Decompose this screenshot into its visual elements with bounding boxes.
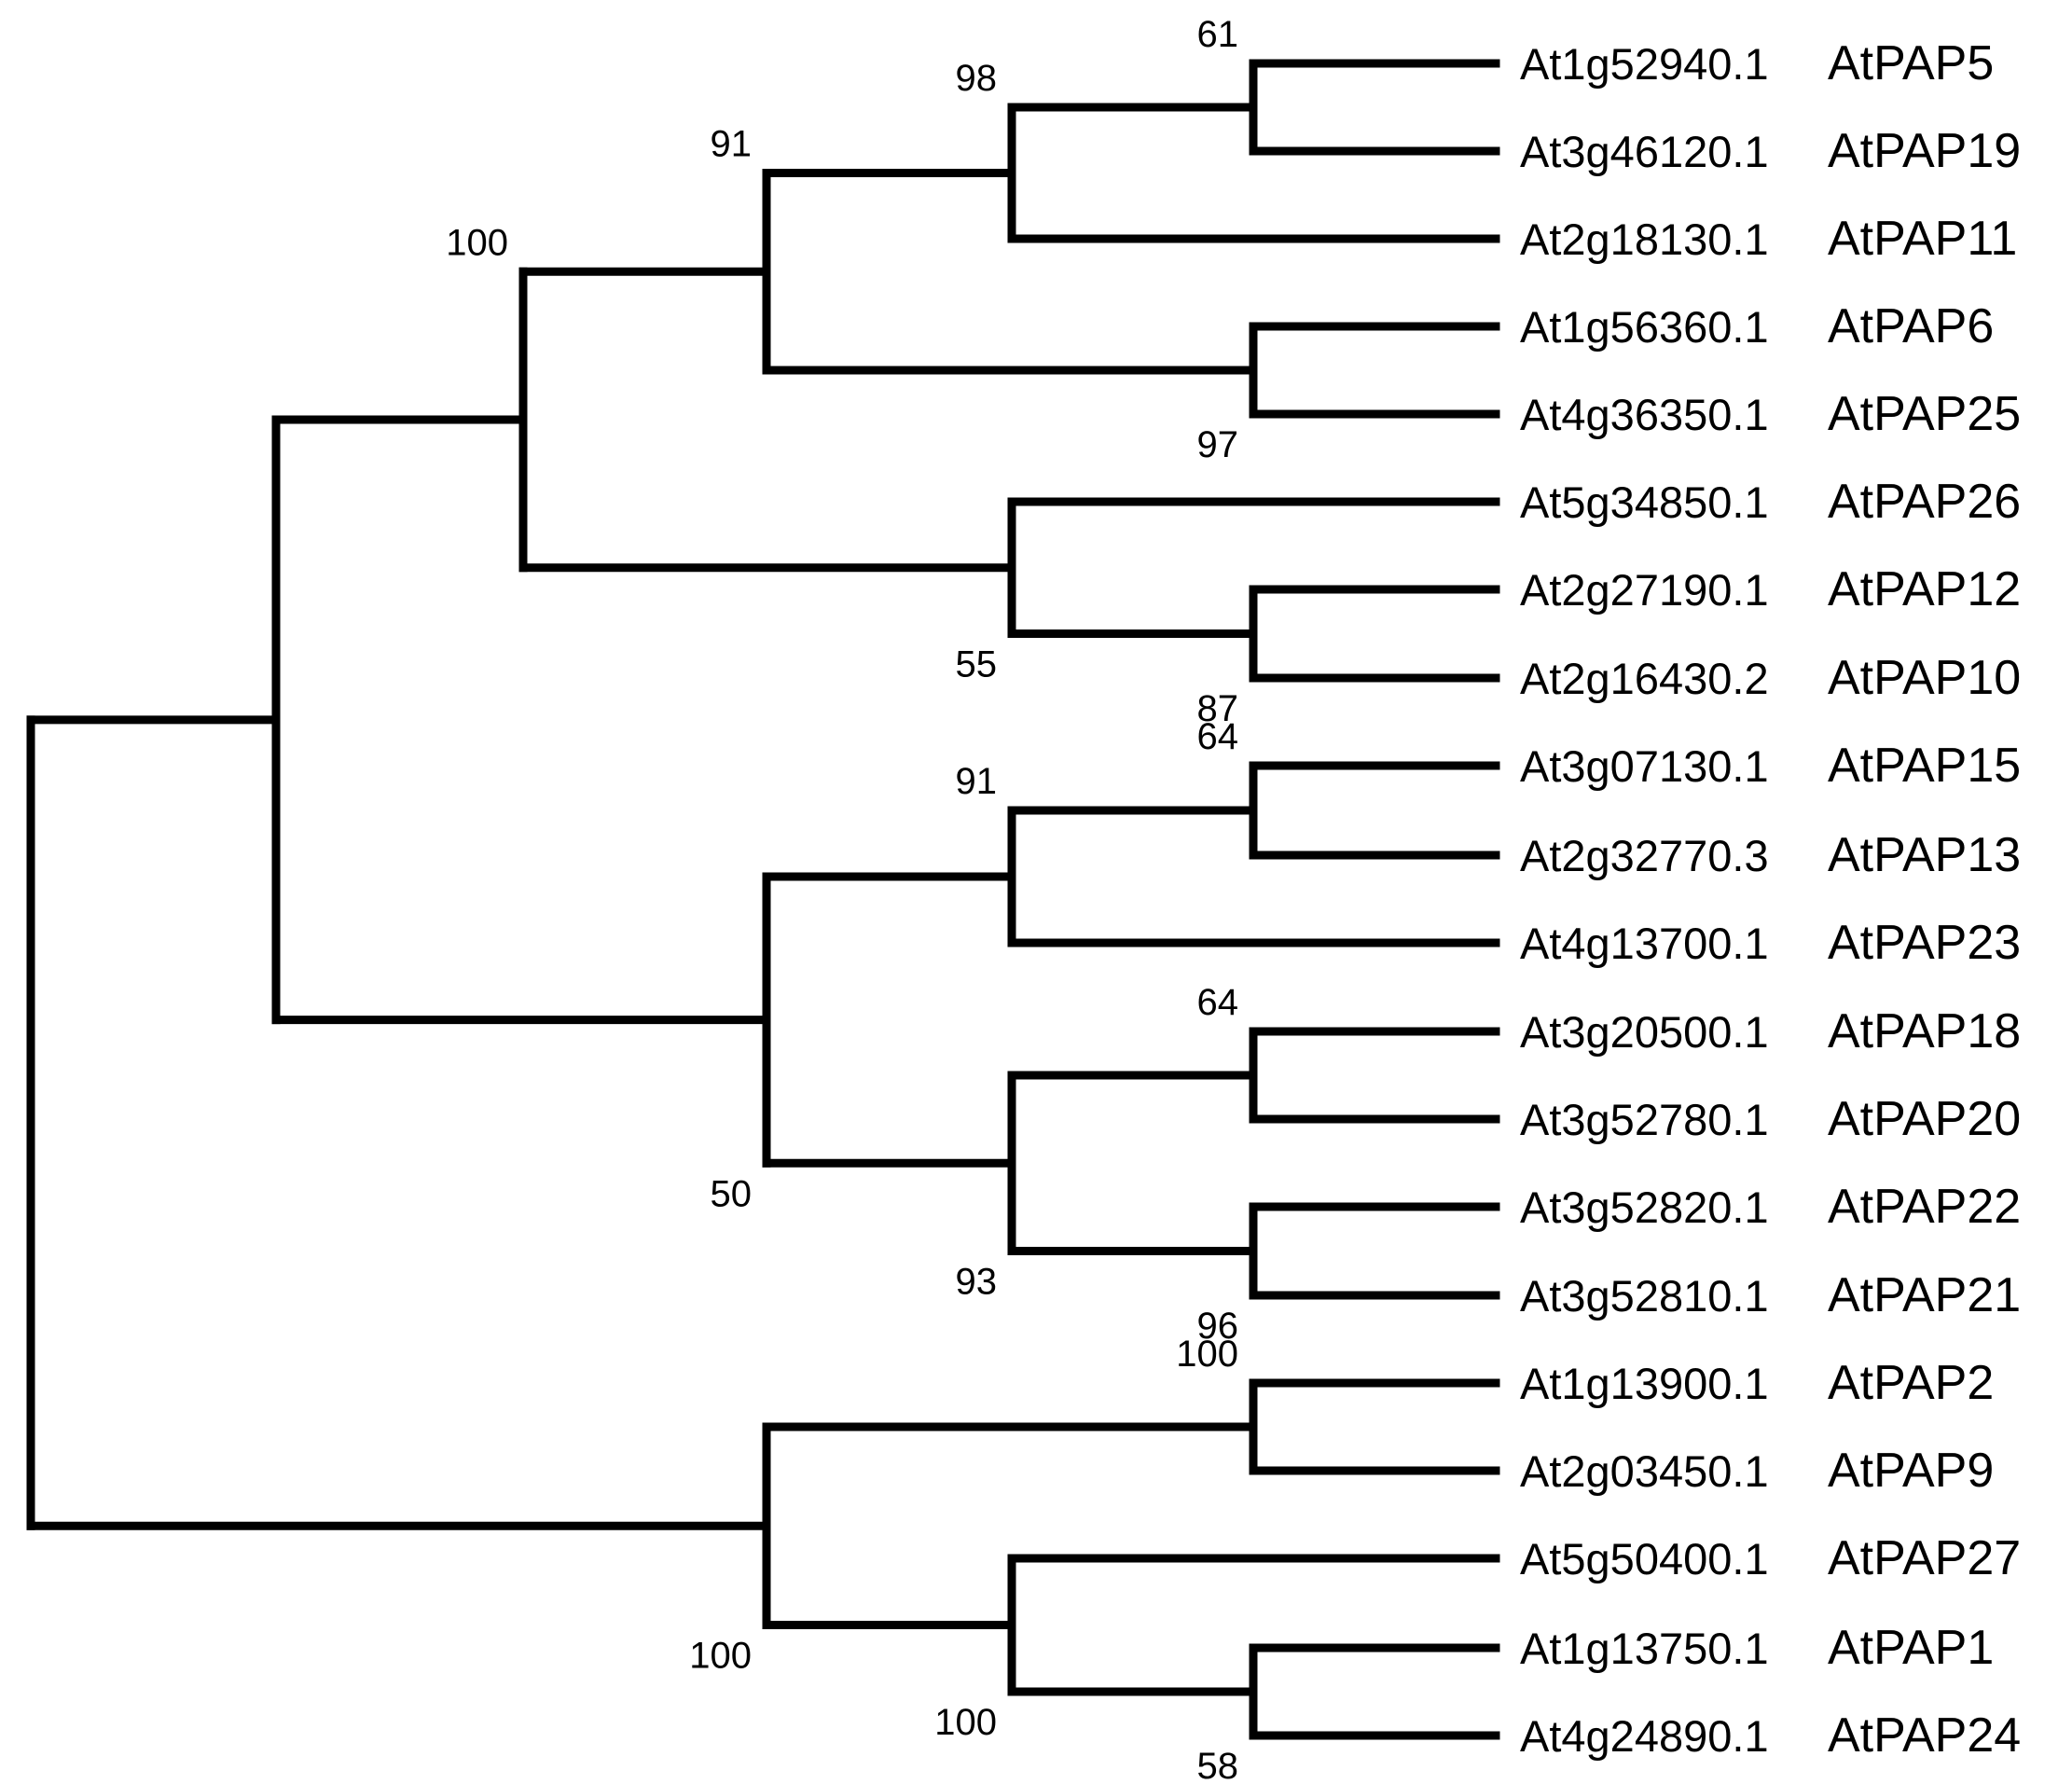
bootstrap-value: 87: [1197, 688, 1239, 729]
bootstrap-value: 64: [1197, 982, 1239, 1023]
taxon-gene-name: AtPAP20: [1828, 1092, 2021, 1146]
bootstrap-value: 97: [1197, 424, 1239, 465]
taxon-locus-label: At2g18130.1: [1520, 214, 1769, 264]
taxon-locus-label: At4g36350.1: [1520, 390, 1769, 439]
taxon-gene-name: AtPAP9: [1828, 1444, 1994, 1498]
taxon-locus-label: At3g20500.1: [1520, 1007, 1769, 1057]
taxon-gene-name: AtPAP18: [1828, 1004, 2021, 1058]
taxon-locus-label: At4g13700.1: [1520, 919, 1769, 968]
taxon-locus-label: At5g50400.1: [1520, 1534, 1769, 1583]
bootstrap-value: 64: [1197, 716, 1239, 757]
taxon-gene-name: AtPAP11: [1828, 212, 2017, 266]
bootstrap-value: 50: [711, 1173, 753, 1214]
taxon-gene-name: AtPAP24: [1828, 1708, 2021, 1763]
bootstrap-value: 61: [1197, 14, 1239, 55]
taxon-gene-name: AtPAP13: [1828, 828, 2021, 882]
bootstrap-value: 100: [934, 1702, 997, 1743]
taxon-locus-label: At2g32770.3: [1520, 831, 1769, 880]
taxon-locus-label: At3g52820.1: [1520, 1182, 1769, 1232]
taxon-gene-name: AtPAP5: [1828, 36, 1994, 90]
taxon-locus-label: At2g16430.2: [1520, 654, 1769, 703]
bootstrap-value: 58: [1197, 1746, 1239, 1784]
bootstrap-value: 93: [956, 1262, 998, 1303]
bootstrap-value: 100: [1176, 1334, 1238, 1375]
tree-branches: [26, 59, 1500, 1740]
bootstrap-values: 61 98 91 97 100 87 55 64 91 64 96 93 50 100 58 100 100: [446, 14, 1238, 1784]
taxon-locus-label: At1g52940.1: [1520, 39, 1769, 89]
taxon-gene-name: AtPAP27: [1828, 1531, 2021, 1585]
taxon-gene-name: AtPAP6: [1828, 299, 1994, 353]
taxon-locus-label: At1g13750.1: [1520, 1624, 1769, 1673]
taxon-locus-label: At3g52780.1: [1520, 1095, 1769, 1144]
taxon-locus-label: At5g34850.1: [1520, 477, 1769, 527]
taxon-gene-name: AtPAP12: [1828, 562, 2021, 616]
bootstrap-value: 91: [711, 124, 753, 165]
taxon-locus-label: At1g56360.1: [1520, 302, 1769, 352]
bootstrap-value: 55: [956, 644, 998, 685]
bootstrap-value: 96: [1197, 1306, 1239, 1347]
taxon-locus-label: At3g52810.1: [1520, 1271, 1769, 1321]
taxon-locus-label: At2g27190.1: [1520, 565, 1769, 615]
taxon-locus-label: At3g46120.1: [1520, 127, 1769, 176]
bootstrap-value: 98: [956, 58, 998, 99]
taxon-gene-name: AtPAP26: [1828, 475, 2021, 529]
taxon-gene-name: AtPAP15: [1828, 739, 2021, 793]
bootstrap-value: 100: [689, 1636, 752, 1677]
taxon-gene-name: AtPAP10: [1828, 651, 2021, 705]
taxon-gene-name: AtPAP22: [1828, 1180, 2021, 1234]
taxon-gene-name: AtPAP23: [1828, 916, 2021, 970]
taxon-gene-name: AtPAP25: [1828, 387, 2021, 441]
taxon-locus-label: At3g07130.1: [1520, 741, 1769, 791]
bootstrap-value: 91: [956, 761, 998, 802]
taxon-locus-label: At1g13900.1: [1520, 1359, 1769, 1408]
taxon-gene-name: AtPAP19: [1828, 124, 2021, 178]
bootstrap-value: 100: [446, 222, 508, 263]
taxon-gene-name: AtPAP2: [1828, 1356, 1994, 1410]
taxon-locus-label: At4g24890.1: [1520, 1711, 1769, 1761]
taxon-gene-name: AtPAP21: [1828, 1268, 2021, 1322]
taxon-gene-name: AtPAP1: [1828, 1621, 1994, 1675]
taxon-locus-label: At2g03450.1: [1520, 1446, 1769, 1496]
